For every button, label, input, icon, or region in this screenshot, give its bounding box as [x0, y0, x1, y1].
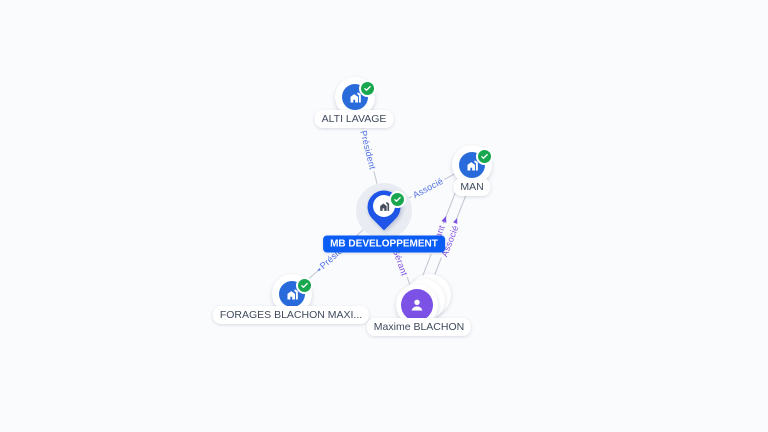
node-label[interactable]: MAN: [453, 178, 491, 196]
person-node-disc: [401, 289, 433, 321]
check-icon: [364, 85, 371, 91]
building-icon: [287, 289, 298, 299]
check-icon: [481, 153, 488, 159]
verified-badge: [389, 191, 406, 208]
check-icon: [394, 196, 401, 202]
node-label[interactable]: FORAGES BLACHON MAXI...: [212, 306, 370, 324]
verified-badge: [476, 148, 493, 165]
focused-node-label[interactable]: MB DEVELOPPEMENT: [323, 235, 445, 253]
check-icon: [301, 282, 308, 288]
node-label[interactable]: ALTI LAVAGE: [314, 110, 394, 128]
person-icon: [411, 299, 423, 311]
building-icon: [350, 92, 361, 102]
arrowhead-icon: [441, 216, 447, 223]
verified-badge: [296, 277, 313, 294]
verified-badge: [359, 80, 376, 97]
company-node-disc: [459, 152, 485, 178]
node-label[interactable]: Maxime BLACHON: [366, 318, 472, 336]
building-icon: [379, 201, 389, 211]
building-icon: [467, 160, 478, 170]
